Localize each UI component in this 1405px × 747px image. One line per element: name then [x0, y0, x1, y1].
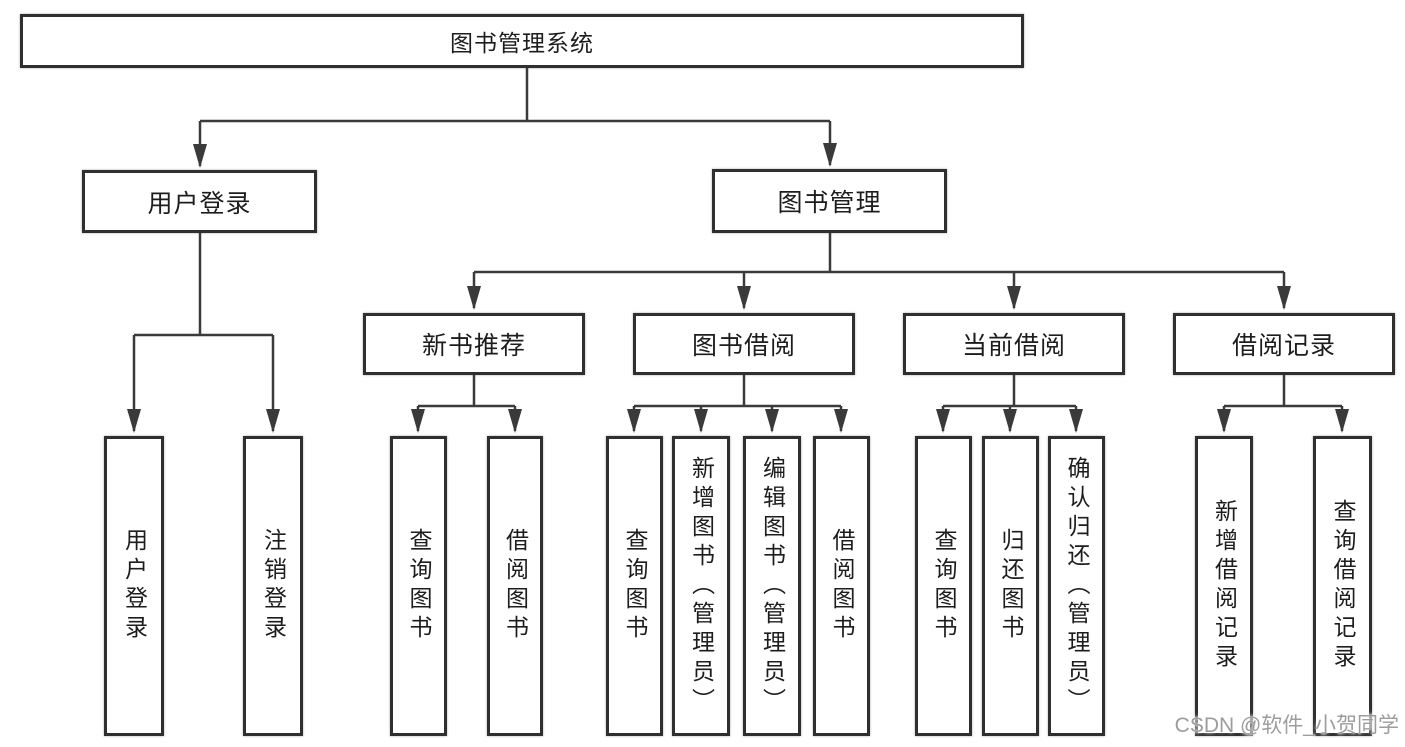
leaf-search-books-borrow: 查询图书: [606, 436, 663, 736]
node-new-book-recommendation-label: 新书推荐: [421, 332, 526, 360]
leaf-search-books-current: 查询图书: [915, 436, 972, 736]
node-book-borrowing-label: 图书借阅: [691, 332, 796, 360]
leaf-confirm-return-admin: 确认归还（管理员）: [1048, 436, 1105, 736]
leaf-add-borrow-record-label: 新增借阅记录: [1211, 499, 1238, 673]
leaf-add-books-admin: 新增图书（管理员）: [672, 436, 730, 736]
node-root-system-label: 图书管理系统: [450, 30, 594, 56]
leaf-borrow-books: 借阅图书: [813, 436, 870, 736]
node-user-login: 用户登录: [82, 170, 317, 233]
node-new-book-recommendation: 新书推荐: [363, 313, 585, 375]
leaf-user-login-label: 用户登录: [121, 528, 148, 644]
node-book-borrowing: 图书借阅: [633, 313, 855, 375]
leaf-add-books-admin-label: 新增图书（管理员）: [688, 455, 715, 717]
leaf-search-books-recommend: 查询图书: [390, 436, 447, 736]
leaf-return-books-label: 归还图书: [998, 528, 1024, 644]
node-book-management-label: 图书管理: [777, 189, 882, 217]
leaf-logout-label: 注销登录: [260, 528, 287, 644]
leaf-search-borrow-record: 查询借阅记录: [1313, 436, 1372, 736]
leaf-logout: 注销登录: [243, 436, 303, 736]
node-current-borrowing: 当前借阅: [903, 313, 1125, 375]
leaf-search-books-borrow-label: 查询图书: [622, 528, 648, 644]
leaf-confirm-return-admin-label: 确认归还（管理员）: [1064, 455, 1090, 717]
leaf-borrow-books-label: 借阅图书: [829, 528, 855, 644]
leaf-edit-books-admin: 编辑图书（管理员）: [743, 436, 801, 736]
leaf-user-login: 用户登录: [104, 436, 164, 736]
node-book-management: 图书管理: [712, 169, 947, 233]
leaf-search-books-current-label: 查询图书: [931, 528, 957, 644]
node-user-login-label: 用户登录: [147, 189, 252, 218]
node-root-system: 图书管理系统: [20, 14, 1024, 68]
node-borrowing-records-label: 借阅记录: [1231, 332, 1336, 360]
leaf-borrow-books-recommend: 借阅图书: [487, 436, 543, 736]
leaf-borrow-books-recommend-label: 借阅图书: [502, 528, 529, 644]
node-current-borrowing-label: 当前借阅: [961, 332, 1066, 360]
watermark: CSDN @软件_小贺同学: [1174, 714, 1399, 737]
leaf-add-borrow-record: 新增借阅记录: [1195, 436, 1253, 736]
leaf-search-borrow-record-label: 查询借阅记录: [1330, 499, 1356, 673]
leaf-search-books-recommend-label: 查询图书: [406, 528, 432, 644]
leaf-return-books: 归还图书: [982, 436, 1039, 736]
leaf-edit-books-admin-label: 编辑图书（管理员）: [759, 455, 786, 717]
node-borrowing-records: 借阅记录: [1173, 313, 1395, 375]
